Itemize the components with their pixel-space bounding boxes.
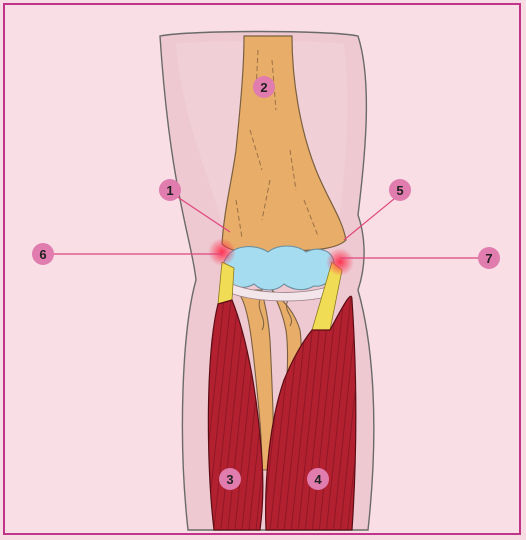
inflammation-medial bbox=[208, 238, 236, 266]
label-badge-6: 6 bbox=[32, 243, 54, 265]
label-badge-4: 4 bbox=[307, 468, 329, 490]
label-badge-7: 7 bbox=[478, 247, 500, 269]
svg-text:5: 5 bbox=[396, 183, 403, 198]
label-badge-5: 5 bbox=[389, 179, 411, 201]
svg-text:2: 2 bbox=[260, 80, 267, 95]
joint-cartilage bbox=[223, 246, 334, 290]
label-badge-1: 1 bbox=[159, 179, 181, 201]
svg-text:7: 7 bbox=[485, 251, 492, 266]
label-badge-2: 2 bbox=[253, 76, 275, 98]
svg-text:3: 3 bbox=[226, 472, 233, 487]
svg-text:6: 6 bbox=[39, 247, 46, 262]
svg-text:1: 1 bbox=[166, 183, 173, 198]
inflammation-lateral bbox=[326, 248, 354, 276]
svg-text:4: 4 bbox=[314, 472, 322, 487]
label-badge-3: 3 bbox=[219, 468, 241, 490]
